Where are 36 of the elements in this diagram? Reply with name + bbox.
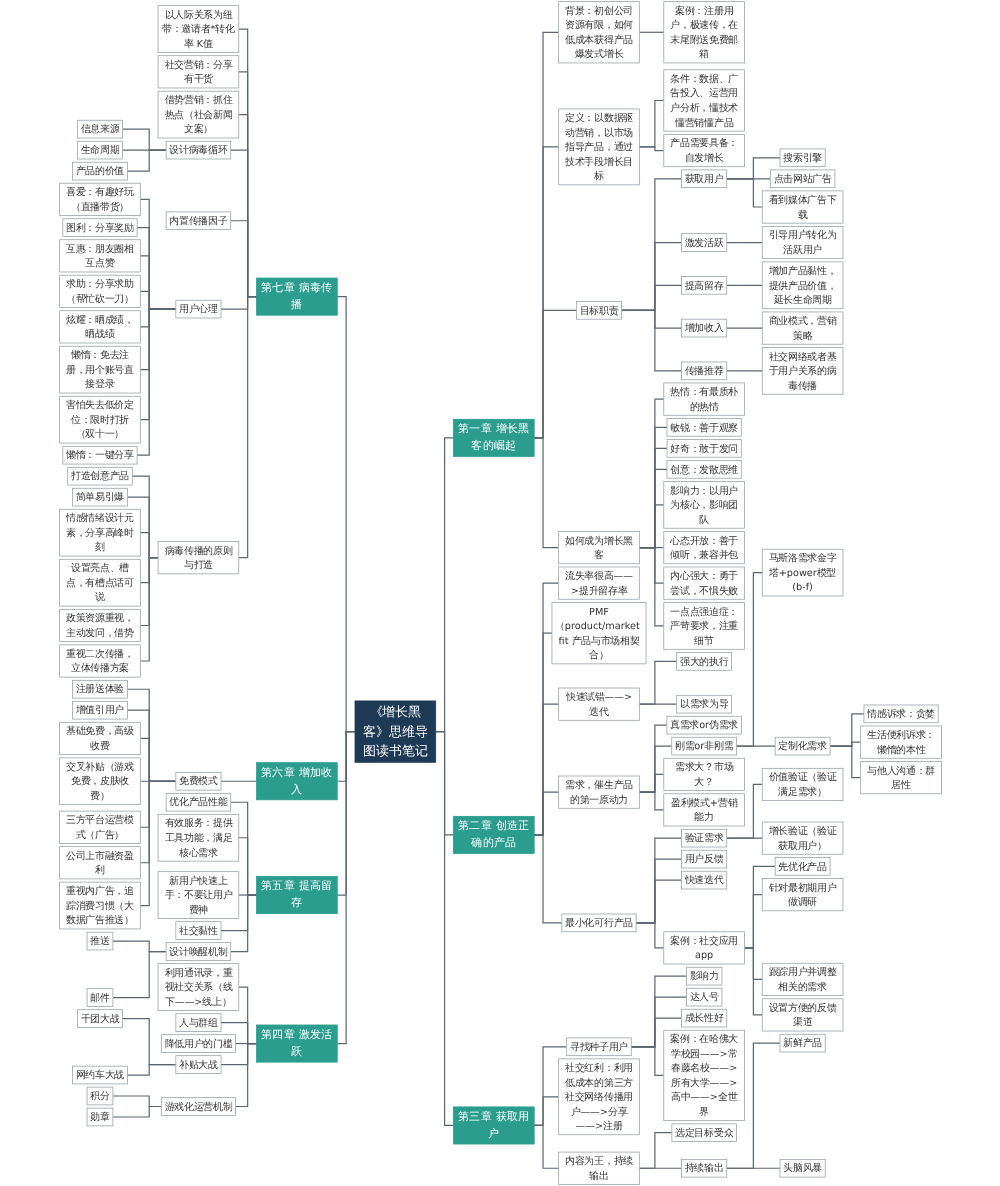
connector <box>725 241 763 244</box>
connector <box>735 745 776 747</box>
connector <box>725 327 763 329</box>
connector <box>725 1042 781 1169</box>
connector <box>638 703 677 705</box>
connector <box>638 146 664 152</box>
connector <box>434 731 454 1127</box>
connector <box>725 783 763 839</box>
connector <box>638 31 664 33</box>
connector <box>638 1167 682 1169</box>
connector <box>725 370 763 372</box>
connector <box>634 922 664 949</box>
connector <box>725 178 763 208</box>
connector <box>743 947 763 1016</box>
connector <box>638 660 677 705</box>
connector <box>620 309 682 372</box>
connector <box>638 791 664 811</box>
connector <box>219 780 257 782</box>
connector <box>126 149 167 172</box>
connector <box>139 780 176 907</box>
connector <box>139 557 159 662</box>
connector <box>111 950 167 999</box>
connector <box>725 1167 781 1169</box>
connector <box>533 1124 559 1169</box>
connector <box>336 731 356 1045</box>
connector <box>126 1063 176 1076</box>
connector <box>725 284 763 286</box>
connector <box>234 1042 257 1108</box>
connector <box>135 308 176 456</box>
connector <box>828 745 861 779</box>
connector <box>237 296 257 559</box>
connector <box>630 1046 664 1077</box>
connector <box>725 837 763 839</box>
connector <box>638 547 664 627</box>
connector <box>533 437 559 549</box>
connector <box>533 834 562 924</box>
